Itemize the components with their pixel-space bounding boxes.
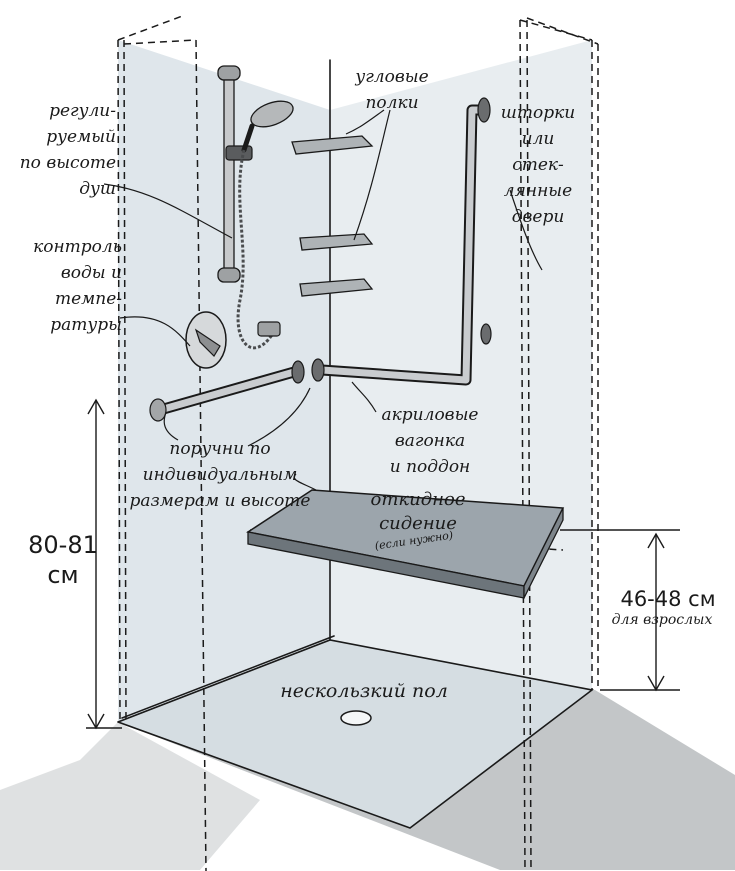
frame-top-right — [519, 19, 593, 41]
label-nonslip-floor: нескользкий пол — [280, 680, 448, 702]
water-control-valve — [185, 311, 227, 369]
leader-handrail — [163, 411, 179, 441]
shower-hose — [236, 149, 276, 350]
frame-mid-right — [519, 19, 526, 871]
floor-shadow-soft — [0, 722, 260, 870]
dim-seat-height: 46-48 см — [620, 587, 716, 611]
hose-outlet — [257, 321, 281, 337]
l-grab-bar — [311, 97, 492, 386]
folding-seat — [246, 489, 565, 599]
frame-top-left — [117, 14, 186, 41]
height-arrow-right — [560, 529, 680, 692]
leader-controls — [119, 316, 191, 347]
dim-seat-height-note: для взрослых — [611, 612, 713, 628]
shower-tray — [118, 640, 592, 828]
shower-head — [241, 100, 294, 153]
frame-mid-left — [195, 39, 207, 871]
leader-curtain — [509, 189, 543, 271]
height-arrow-left — [86, 398, 122, 730]
leader-acrylic — [351, 381, 377, 413]
leader-seat — [293, 473, 317, 491]
corner-shelf-2 — [299, 233, 374, 251]
corner-shelf-1 — [291, 135, 374, 155]
left-grab-bar — [149, 360, 305, 422]
leader-shower — [103, 183, 233, 239]
corner-shelf-3 — [299, 278, 374, 297]
floor-drain — [340, 710, 372, 726]
frame-left — [117, 39, 121, 723]
leader-handrail-2 — [247, 387, 311, 447]
left-wall — [118, 40, 330, 722]
leader-shelf-1 — [345, 109, 385, 135]
leader-shelf-2 — [353, 109, 391, 241]
